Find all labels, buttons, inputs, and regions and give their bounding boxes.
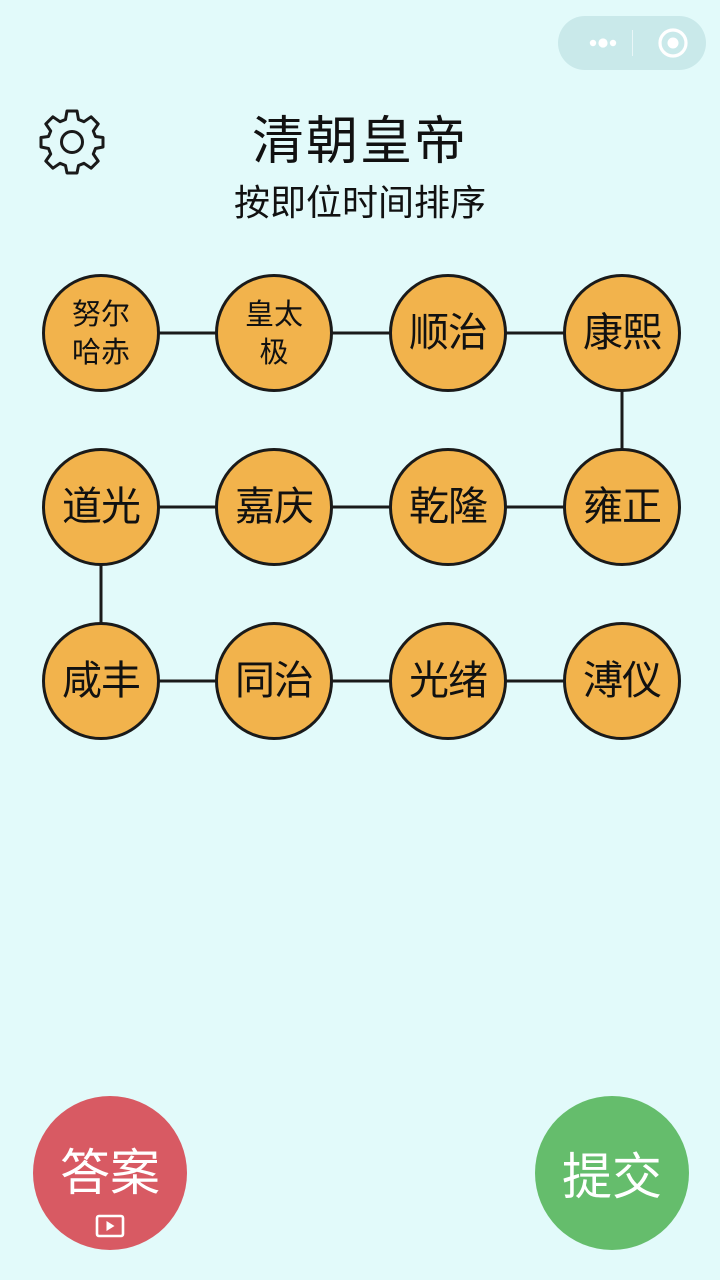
emperor-node[interactable]: 咸丰 bbox=[42, 622, 160, 740]
emperor-name: 道光 bbox=[62, 484, 141, 530]
emperor-node[interactable]: 康熙 bbox=[563, 274, 681, 392]
emperor-node[interactable]: 同治 bbox=[215, 622, 333, 740]
submit-button-label: 提交 bbox=[562, 1148, 662, 1206]
emperor-name: 康熙 bbox=[583, 310, 662, 356]
emperor-node[interactable]: 溥仪 bbox=[563, 622, 681, 740]
emperor-node[interactable]: 光绪 bbox=[389, 622, 507, 740]
emperor-node[interactable]: 嘉庆 bbox=[215, 448, 333, 566]
emperor-node[interactable]: 努尔哈赤 bbox=[42, 274, 160, 392]
emperor-name: 顺治 bbox=[409, 310, 488, 356]
emperor-name: 乾隆 bbox=[409, 484, 488, 530]
submit-button[interactable]: 提交 bbox=[535, 1096, 689, 1250]
settings-button[interactable] bbox=[36, 106, 108, 178]
emperor-name: 努尔哈赤 bbox=[71, 297, 130, 369]
emperor-name: 同治 bbox=[235, 658, 314, 704]
page-title: 清朝皇帝 bbox=[251, 112, 468, 172]
capsule-divider bbox=[632, 30, 633, 56]
video-play-icon bbox=[95, 1214, 125, 1238]
emperor-name: 光绪 bbox=[409, 658, 488, 704]
more-dots-icon[interactable] bbox=[578, 16, 632, 70]
emperor-name: 嘉庆 bbox=[235, 484, 314, 530]
page-subtitle: 按即位时间排序 bbox=[233, 183, 486, 224]
answer-button[interactable]: 答案 bbox=[33, 1096, 187, 1250]
miniprogram-capsule bbox=[558, 16, 706, 70]
emperor-name: 咸丰 bbox=[62, 658, 141, 704]
emperor-node[interactable]: 顺治 bbox=[389, 274, 507, 392]
target-circle-icon[interactable] bbox=[646, 16, 700, 70]
emperor-node[interactable]: 皇太极 bbox=[215, 274, 333, 392]
emperor-node[interactable]: 乾隆 bbox=[389, 448, 507, 566]
emperor-name: 雍正 bbox=[583, 484, 662, 530]
gear-icon bbox=[39, 109, 105, 175]
emperor-node[interactable]: 道光 bbox=[42, 448, 160, 566]
emperor-name: 溥仪 bbox=[583, 658, 662, 704]
emperor-node[interactable]: 雍正 bbox=[563, 448, 681, 566]
answer-button-label: 答案 bbox=[60, 1144, 160, 1202]
emperor-name: 皇太极 bbox=[244, 297, 303, 369]
